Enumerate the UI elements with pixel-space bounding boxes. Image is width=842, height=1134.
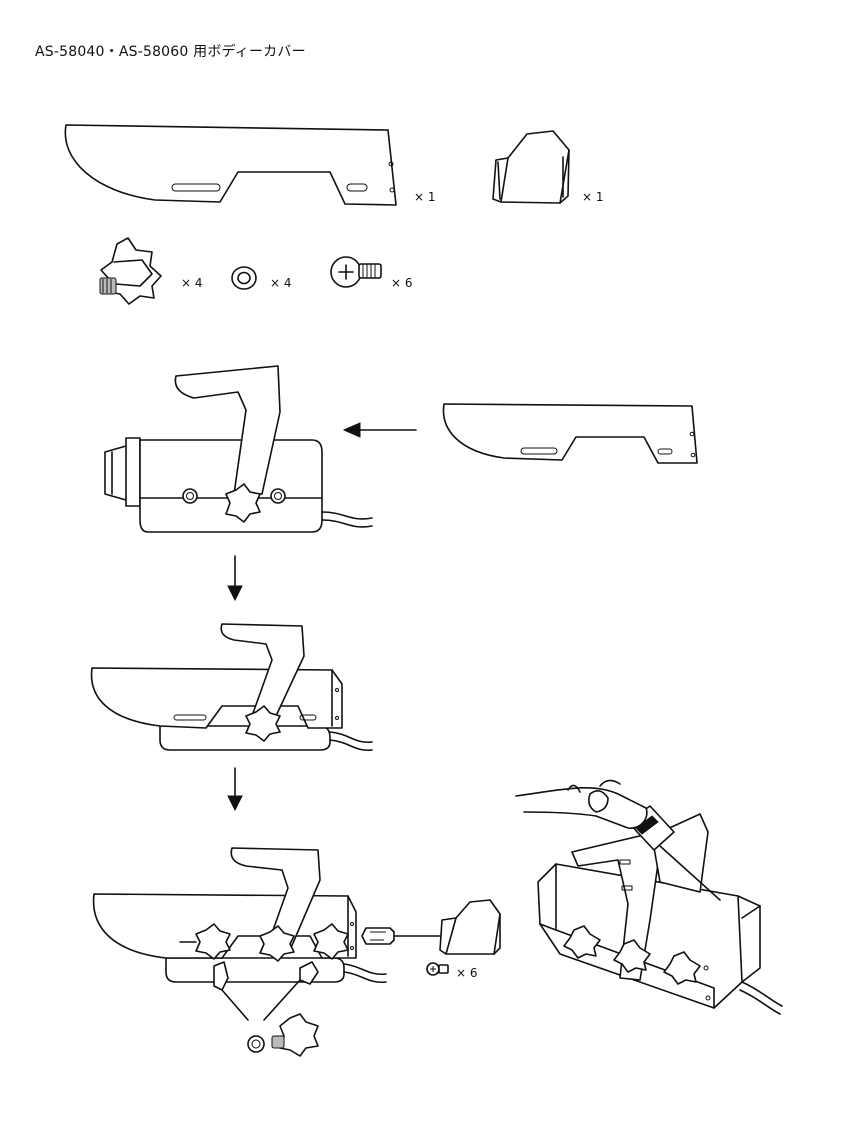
knob-quantity: × 4 bbox=[181, 276, 203, 290]
screw-part bbox=[330, 256, 382, 288]
step3-end-cap bbox=[439, 899, 501, 955]
step3-screw-quantity: × 6 bbox=[456, 966, 478, 980]
down-arrow-2-icon bbox=[227, 767, 243, 812]
down-arrow-1-icon bbox=[227, 555, 243, 602]
step1-scale-body bbox=[104, 437, 373, 533]
step2-side-cover bbox=[90, 667, 343, 729]
page-title: AS-58040・AS-58060 用ボディーカバー bbox=[35, 44, 306, 60]
star-knob-part bbox=[99, 237, 162, 305]
step3-screw bbox=[426, 962, 449, 976]
side-cover-quantity: × 1 bbox=[414, 190, 436, 204]
side-cover-part bbox=[64, 124, 397, 206]
detail-knob-3 bbox=[663, 951, 701, 985]
step3-handle bbox=[230, 847, 321, 951]
step3-knob-left bbox=[179, 923, 231, 960]
pointing-hand-lower-right-icon bbox=[263, 961, 319, 1021]
step1-knob bbox=[225, 483, 261, 523]
pointing-hand-right-icon bbox=[361, 927, 441, 945]
screw-quantity: × 6 bbox=[391, 276, 413, 290]
step1-arrow-icon bbox=[342, 422, 417, 438]
pointing-hand-lower-left-icon bbox=[213, 961, 249, 1021]
end-cap-quantity: × 1 bbox=[582, 190, 604, 204]
washer-quantity: × 4 bbox=[270, 276, 292, 290]
end-cap-part bbox=[492, 130, 570, 204]
step2-scale-body bbox=[159, 725, 373, 752]
hand-holding-screwdriver bbox=[515, 779, 648, 829]
step2-knob bbox=[245, 705, 281, 742]
detail-knob-2 bbox=[613, 939, 651, 973]
step3-knob-right bbox=[313, 923, 349, 960]
step3-knob-part bbox=[271, 1013, 319, 1057]
step1-washers bbox=[182, 488, 286, 504]
washer-part bbox=[231, 266, 257, 290]
step1-side-cover bbox=[442, 403, 698, 464]
step3-washer bbox=[247, 1035, 265, 1053]
step2-handle bbox=[220, 623, 305, 717]
step3-knob-center bbox=[259, 925, 295, 962]
detail-knob-1 bbox=[563, 925, 601, 959]
step1-handle bbox=[174, 365, 281, 495]
step3-scale-body bbox=[165, 957, 387, 984]
